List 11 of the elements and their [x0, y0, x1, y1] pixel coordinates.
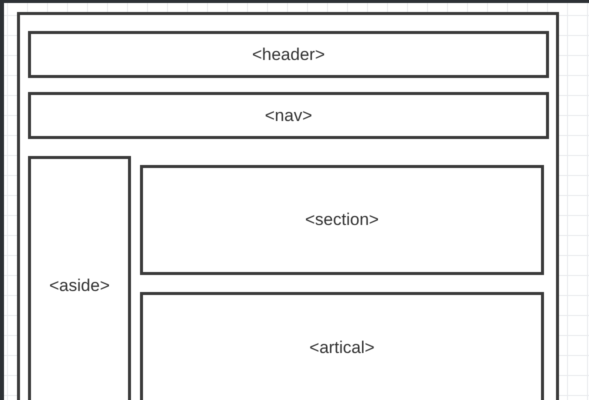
layout-region-box — [28, 156, 131, 400]
layout-region-box — [140, 292, 544, 400]
region-label: <header> — [252, 44, 325, 64]
region-label: <section> — [305, 210, 379, 230]
layout-region-box — [140, 165, 544, 275]
region-label: <nav> — [264, 106, 312, 126]
layout-region-box — [28, 92, 549, 139]
region-label: <artical> — [309, 338, 375, 358]
region-label: <aside> — [49, 276, 110, 296]
layout-region-box — [28, 31, 549, 78]
container-box — [17, 12, 559, 400]
